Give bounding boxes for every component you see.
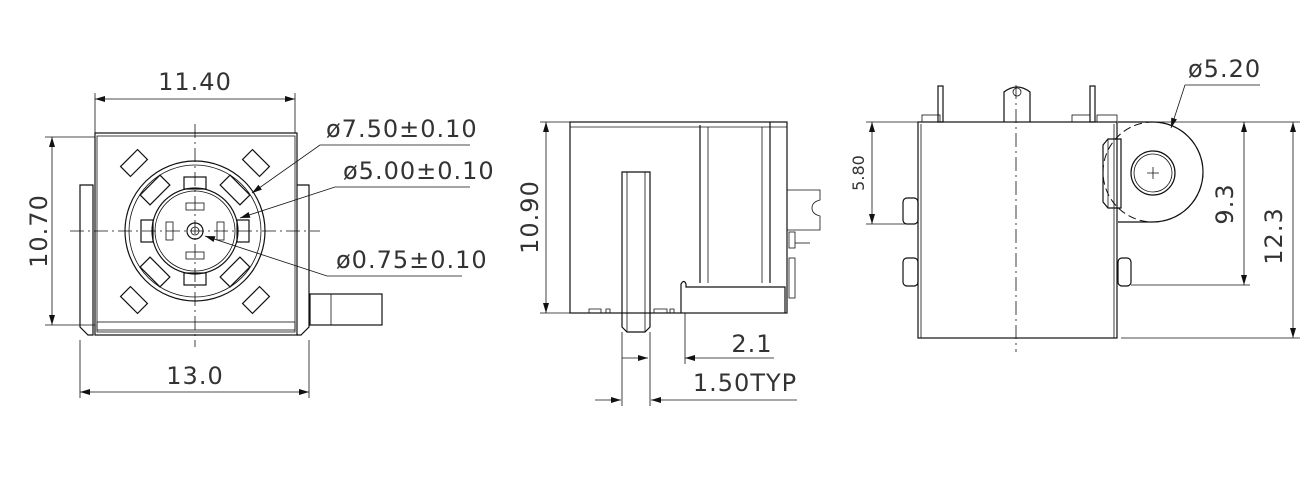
- dim-boss-height: 9.3: [1211, 183, 1239, 224]
- side-view: 10.90 2.1 1.50TYP: [516, 121, 821, 406]
- front-view: 11.40 10.70 13.0 ø7.50±0.10 ø5.00±0.10 ø…: [25, 68, 495, 398]
- dim-pin-offset: 5.80: [849, 155, 868, 191]
- dim-boss-diameter: ø5.20: [1188, 55, 1261, 83]
- dim-width-top: 11.40: [158, 68, 232, 96]
- dim-inner-diameter: ø5.00±0.10: [343, 157, 495, 185]
- dim-total-height: 12.3: [1260, 207, 1288, 264]
- dim-pin-width: 1.50TYP: [693, 369, 797, 397]
- dim-height-left: 10.70: [25, 194, 53, 268]
- dim-pin-diameter: ø0.75±0.10: [336, 246, 488, 274]
- dim-offset: 2.1: [731, 330, 772, 358]
- dim-width-bottom: 13.0: [166, 362, 223, 390]
- dim-side-height: 10.90: [516, 180, 544, 254]
- dim-outer-diameter: ø7.50±0.10: [326, 115, 478, 143]
- rear-view: 5.80 9.3 12.3 ø5.20: [849, 55, 1300, 352]
